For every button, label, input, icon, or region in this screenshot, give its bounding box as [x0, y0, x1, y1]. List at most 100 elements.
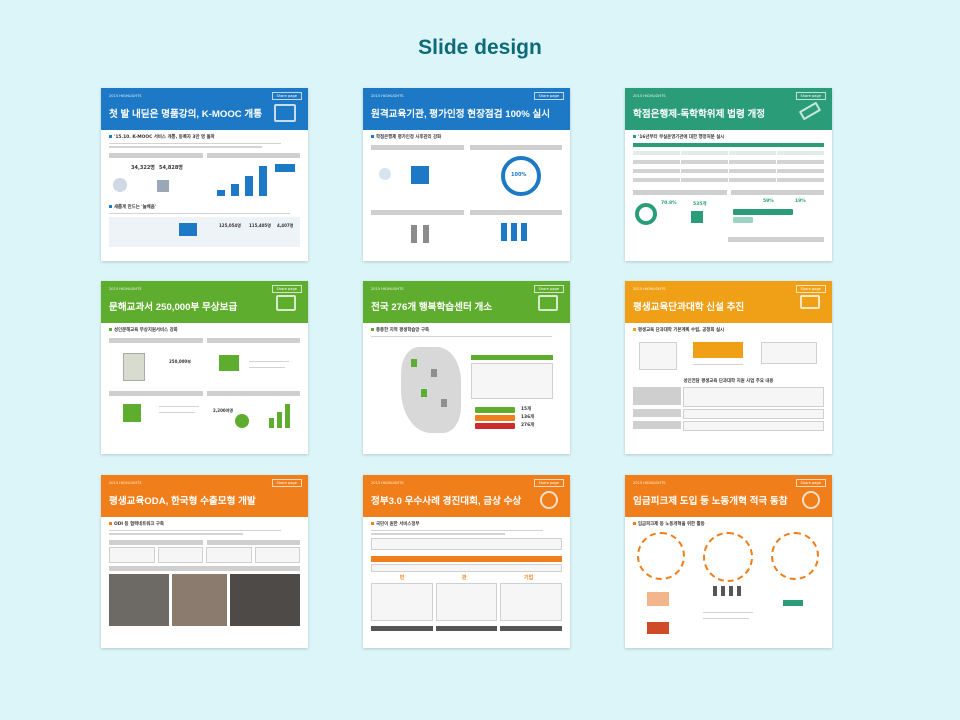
section-heading: 학점은행제 평가인정 사후관리 강화: [371, 134, 562, 140]
share-badge: Share page: [271, 285, 302, 293]
share-badge: Share page: [795, 92, 826, 100]
slide-title: 문해교과서 250,000부 무상보급: [109, 302, 238, 313]
building-icon: [691, 211, 703, 223]
section-heading: 평생교육 단과대학 기본계획 수립, 공청회 실시: [633, 327, 824, 333]
slide-body: 총총한 지역 평생학습망 구축 15개 136개 276개: [371, 327, 562, 448]
slide-card-6[interactable]: 2015 HIGHLIGHTS 평생교육단과대학 신설 추진 Share pag…: [625, 281, 832, 454]
slide-body: 학점은행제 평가인정 사후관리 강화 100%: [371, 134, 562, 255]
slide-body: 평생교육 단과대학 기본계획 수립, 공청회 실시 성인전담 평생교육 단과대학…: [633, 327, 824, 448]
slide-title: 전국 276개 행복학습센터 개소: [371, 302, 493, 313]
slide-card-5[interactable]: 2015 HIGHLIGHTS 전국 276개 행복학습센터 개소 Share …: [363, 281, 570, 454]
slide-title: 평생교육ODA, 한국형 수출모형 개발: [109, 496, 256, 507]
stat-value: 54,828명: [159, 164, 183, 171]
donut-chart: [635, 203, 657, 225]
label-business: 기업: [524, 574, 534, 581]
slide-header: 2015 HIGHLIGHTS 원격교육기관, 평가인정 현장점검 100% 실…: [363, 88, 570, 130]
stat-value: 115,405명: [249, 223, 271, 229]
section-heading: 임금피크제 등 노동개혁을 위한 활동: [633, 521, 824, 527]
stat-value: 125,054명: [219, 223, 241, 229]
share-badge: Share page: [533, 479, 564, 487]
slide-body: 임금피크제 등 노동개혁을 위한 활동: [633, 521, 824, 642]
section-heading: '16년부터 부실운영기관에 대한 행정처분 실시: [633, 134, 824, 140]
slide-title: 정부3.0 우수사례 경진대회, 금상 수상: [371, 496, 522, 507]
slide-body: 국민이 원한 서비스정부 민 관 기업: [371, 521, 563, 642]
stat-value: 19%: [795, 199, 806, 204]
computer-icon: [179, 223, 197, 237]
map-icon: [538, 295, 558, 311]
section-heading: 총총한 지역 평생학습망 구축: [371, 327, 562, 333]
stat-value: 250,000부: [169, 359, 191, 364]
person-icon: [411, 225, 417, 243]
photo-meeting: [171, 573, 228, 626]
label-people: 민: [399, 574, 405, 581]
share-badge: Share page: [271, 92, 302, 100]
slide-card-9[interactable]: 2015 HIGHLIGHTS 임금피크제 도입 등 노동개혁 적극 동참 Sh…: [625, 475, 832, 648]
slide-header: 2015 HIGHLIGHTS 평생교육ODA, 한국형 수출모형 개발 Sha…: [101, 475, 308, 517]
slide-card-8[interactable]: 2015 HIGHLIGHTS 정부3.0 우수사례 경진대회, 금상 수상 S…: [363, 475, 570, 648]
book-icon: [276, 295, 296, 311]
certificate-icon: [123, 404, 141, 422]
person-icon: [423, 225, 429, 243]
slide-title: 평생교육단과대학 신설 추진: [633, 302, 745, 313]
share-badge: Share page: [795, 479, 826, 487]
person-icon: [113, 177, 127, 192]
slide-card-4[interactable]: 2015 HIGHLIGHTS 문해교과서 250,000부 무상보급 Shar…: [101, 281, 308, 454]
stat-value: 100%: [511, 172, 527, 178]
slide-subtitle: 2015 HIGHLIGHTS: [109, 287, 142, 291]
slide-subtitle: 2015 HIGHLIGHTS: [371, 287, 404, 291]
slide-body: '15.10. K-MOOC 서비스 개통, 등록자 3만 명 돌파 34,32…: [109, 134, 300, 255]
slide-card-7[interactable]: 2015 HIGHLIGHTS 평생교육ODA, 한국형 수출모형 개발 Sha…: [101, 475, 308, 648]
monitor-icon: [274, 104, 296, 122]
slide-header: 2015 HIGHLIGHTS 평생교육단과대학 신설 추진 Share pag…: [625, 281, 832, 323]
slide-subtitle: 2015 HIGHLIGHTS: [633, 94, 666, 98]
share-badge: Share page: [533, 285, 564, 293]
section-heading: '15.10. K-MOOC 서비스 개통, 등록자 3만 명 돌파: [109, 134, 300, 140]
slide-title: 학점은행제-독학학위제 법령 개정: [633, 109, 766, 120]
slide-header: 2015 HIGHLIGHTS 임금피크제 도입 등 노동개혁 적극 동참 Sh…: [625, 475, 832, 517]
photo-speaker: [230, 573, 300, 626]
slide-header: 2015 HIGHLIGHTS 첫 발 내딛은 명품강의, K-MOOC 개통 …: [101, 88, 308, 130]
slide-title: 임금피크제 도입 등 노동개혁 적극 동참: [633, 496, 788, 507]
section-heading: ODI 등 협력네트워크 구축: [109, 521, 300, 527]
share-badge: Share page: [533, 92, 564, 100]
slide-title: 원격교육기관, 평가인정 현장점검 100% 실시: [371, 109, 551, 120]
gavel-icon: [798, 101, 822, 121]
slide-header: 2015 HIGHLIGHTS 정부3.0 우수사례 경진대회, 금상 수상 S…: [363, 475, 570, 517]
section-heading: 국민이 원한 서비스정부: [371, 521, 562, 527]
slide-subtitle: 2015 HIGHLIGHTS: [633, 287, 666, 291]
stat-value: 2,200여명: [213, 408, 234, 413]
building-icon: [411, 166, 429, 184]
share-badge: Share page: [271, 479, 302, 487]
stat-value: 34,322명: [131, 164, 155, 171]
slide-body: ODI 등 협력네트워크 구축: [109, 521, 300, 642]
handshake-icon: [802, 491, 820, 509]
slide-body: '16년부터 부실운영기관에 대한 행정처분 실시 70.8% 535개 59%…: [633, 134, 824, 255]
label-government: 관: [461, 574, 467, 581]
photo-conference: [109, 573, 169, 626]
section-heading: 성인문해교육 무상지원서비스 강화: [109, 327, 300, 333]
slide-subtitle: 2015 HIGHLIGHTS: [109, 481, 142, 485]
document-icon: [157, 179, 169, 192]
slide-header: 2015 HIGHLIGHTS 전국 276개 행복학습센터 개소 Share …: [363, 281, 570, 323]
person-icon: [713, 586, 717, 596]
book-icon: [123, 353, 145, 381]
slide-subtitle: 2015 HIGHLIGHTS: [109, 94, 142, 98]
slide-card-2[interactable]: 2015 HIGHLIGHTS 원격교육기관, 평가인정 현장점검 100% 실…: [363, 88, 570, 261]
tv-icon: [219, 355, 239, 371]
section-heading: 성인전담 평생교육 단과대학 지원 사업 주요 내용: [683, 379, 774, 384]
slide-header: 2015 HIGHLIGHTS 문해교과서 250,000부 무상보급 Shar…: [101, 281, 308, 323]
slide-card-1[interactable]: 2015 HIGHLIGHTS 첫 발 내딛은 명품강의, K-MOOC 개통 …: [101, 88, 308, 261]
stat-value: 70.8%: [661, 201, 677, 206]
share-badge: Share page: [795, 285, 826, 293]
slide-card-3[interactable]: 2015 HIGHLIGHTS 학점은행제-독학학위제 법령 개정 Share …: [625, 88, 832, 261]
stat-value: 59%: [763, 199, 774, 204]
slide-header: 2015 HIGHLIGHTS 학점은행제-독학학위제 법령 개정 Share …: [625, 88, 832, 130]
money-bag-icon: [235, 414, 249, 428]
page-title: Slide design: [418, 36, 542, 59]
slide-subtitle: 2015 HIGHLIGHTS: [633, 481, 666, 485]
korea-map: [401, 347, 461, 434]
graduation-cap-icon: [800, 295, 820, 309]
trophy-icon: [540, 491, 558, 509]
slide-title: 첫 발 내딛은 명품강의, K-MOOC 개통: [109, 109, 263, 120]
stat-value: 4,407명: [277, 223, 294, 229]
